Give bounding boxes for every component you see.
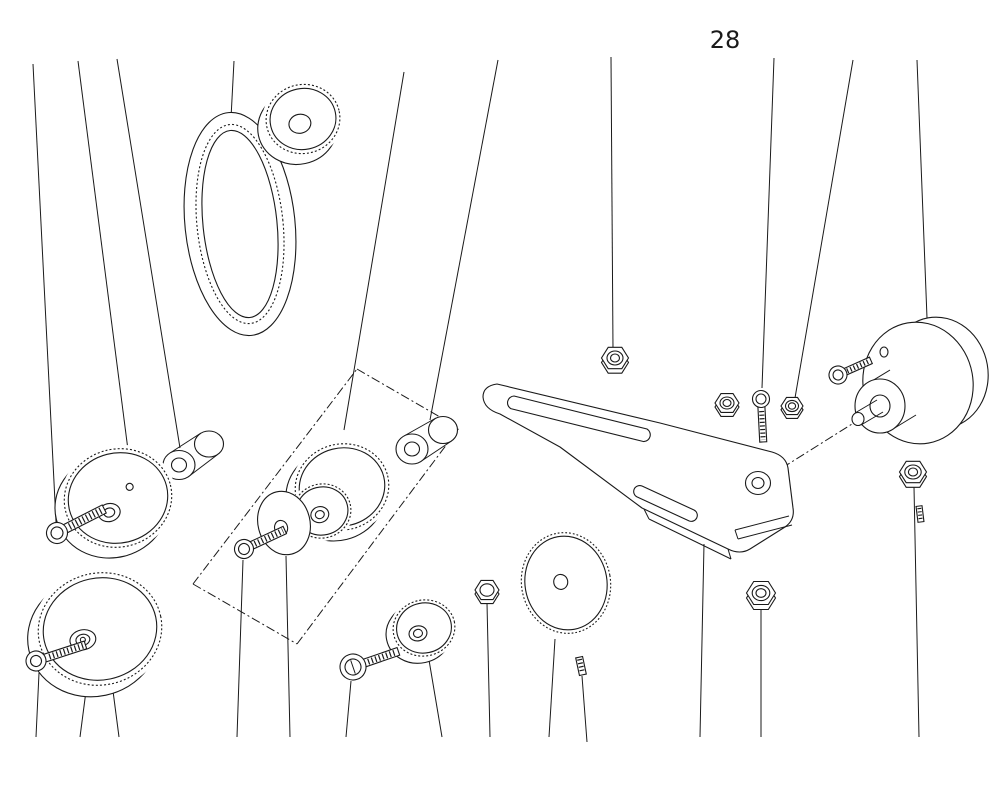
gear-flat-large bbox=[517, 529, 615, 637]
cap-screw-center bbox=[233, 525, 288, 560]
cap-screw-bottom-left bbox=[25, 640, 88, 672]
set-screw-center bbox=[575, 655, 587, 677]
hex-nut-mid bbox=[714, 393, 740, 417]
thread bbox=[253, 528, 285, 547]
gear-left-large bbox=[54, 444, 176, 559]
hex-nut-top bbox=[600, 346, 630, 374]
gear-teeth bbox=[37, 572, 163, 686]
hex-nut-right bbox=[898, 460, 928, 488]
gear-teeth bbox=[265, 83, 341, 155]
hex-nut-large bbox=[745, 580, 777, 611]
pin-hole bbox=[125, 482, 134, 491]
spacer-bushing-right bbox=[395, 415, 459, 465]
gear-bottom-left-large bbox=[27, 567, 167, 698]
thread bbox=[67, 506, 105, 530]
stud-screw-vertical bbox=[751, 389, 771, 443]
gear-teeth bbox=[392, 599, 456, 657]
timing-belt bbox=[183, 111, 297, 337]
bore-hole bbox=[403, 441, 421, 457]
hex-nut-small bbox=[474, 579, 500, 605]
slotted-screw bbox=[339, 646, 401, 681]
set-screw-right bbox=[915, 505, 925, 523]
thread bbox=[759, 410, 766, 441]
thread bbox=[367, 649, 398, 665]
spacer-bushing-left bbox=[162, 430, 225, 481]
nut-bore bbox=[479, 583, 495, 597]
clamp-slit bbox=[734, 515, 790, 531]
bore-hole bbox=[553, 573, 569, 590]
thread bbox=[577, 658, 585, 674]
cluster-gear bbox=[285, 439, 393, 542]
bore-hole bbox=[288, 113, 312, 134]
belt-teeth bbox=[195, 123, 285, 325]
leader-lines bbox=[32, 56, 928, 743]
output-shaft bbox=[851, 411, 865, 427]
screw-slot bbox=[350, 660, 356, 674]
cap-screw-right bbox=[828, 356, 874, 385]
thread bbox=[917, 507, 923, 521]
bore-hole bbox=[170, 457, 188, 473]
top-pulley-gear bbox=[257, 80, 344, 165]
bracket-slot-short bbox=[633, 485, 698, 522]
figure-label: 28 bbox=[710, 26, 741, 54]
gear-bottom-center bbox=[385, 596, 458, 664]
cap-screw-upper-left bbox=[45, 504, 108, 545]
hex-nut-inner bbox=[780, 396, 804, 419]
flange-bolt-hole bbox=[879, 346, 889, 358]
motor-pulley-assembly bbox=[851, 316, 989, 445]
bracket-slot-long bbox=[507, 395, 651, 443]
bracket-arm bbox=[482, 383, 794, 560]
